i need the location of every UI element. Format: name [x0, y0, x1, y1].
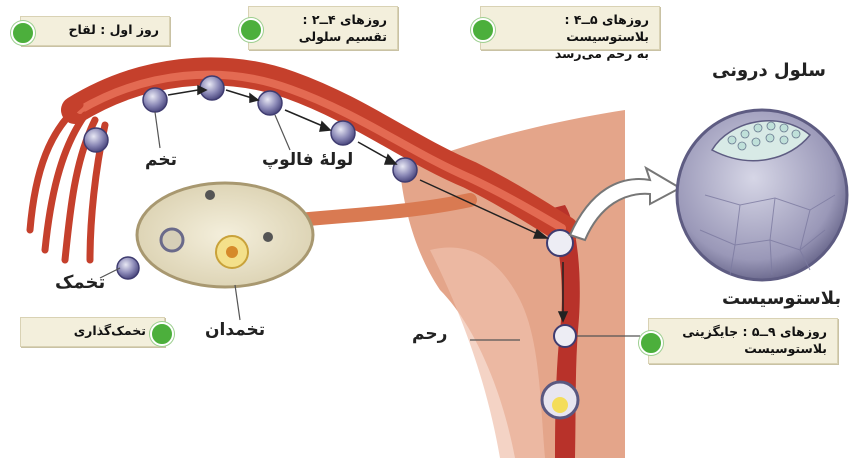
- cell-1: [84, 128, 108, 152]
- callout-blastocyst-line1: روزهای ۵ــ۴ : بلاستوسیست: [499, 11, 649, 45]
- cell-4: [258, 91, 282, 115]
- ovum: [117, 257, 139, 279]
- label-inner-cell: سلول درونی: [712, 60, 826, 81]
- callout-cleavage: روزهای ۴ــ۲ : تقسیم سلولی: [248, 6, 398, 50]
- ovary-spot-2: [263, 232, 273, 242]
- callout-cleavage-line2: تقسیم سلولی: [267, 28, 387, 45]
- label-ovary: تخمدان: [205, 320, 265, 340]
- callout-dot-icon: [11, 21, 35, 45]
- callout-implantation: روزهای ۹ــ۵ : جایگزینی بلاستوسیست: [648, 318, 838, 364]
- cell-5: [331, 121, 355, 145]
- callout-blastocyst: روزهای ۵ــ۴ : بلاستوسیست به رحم می‌رسد: [480, 6, 660, 50]
- callout-fertilization-text: روز اول : لقاح: [68, 22, 159, 37]
- label-uterus: رحم: [412, 324, 447, 344]
- label-ovum: تخمک: [55, 272, 105, 293]
- callout-cleavage-line1: روزهای ۴ــ۲ :: [267, 11, 387, 28]
- callout-dot-icon: [239, 18, 263, 42]
- callout-ovulation-text: تخمک‌گذاری: [74, 323, 146, 338]
- callout-implantation-line1: روزهای ۹ــ۵ : جایگزینی: [667, 323, 827, 340]
- cell-6: [393, 158, 417, 182]
- callout-implantation-line2: بلاستوسیست: [667, 340, 827, 357]
- callout-dot-icon: [639, 331, 663, 355]
- label-egg: تخم: [145, 150, 177, 170]
- cell-7: [547, 230, 573, 256]
- corpus: [161, 229, 183, 251]
- callout-fertilization: روز اول : لقاح: [20, 16, 170, 46]
- follicle-core: [226, 246, 238, 258]
- callout-blastocyst-line2: به رحم می‌رسد: [499, 45, 649, 62]
- label-fallopian-tube: لولهٔ فالوپ: [262, 150, 353, 170]
- label-blastocyst: بلاستوسیست: [722, 288, 841, 309]
- cell-2: [143, 88, 167, 112]
- callout-dot-icon: [471, 18, 495, 42]
- callout-dot-icon: [150, 322, 174, 346]
- callout-ovulation: تخمک‌گذاری: [20, 317, 165, 347]
- implanted-core: [552, 397, 568, 413]
- ovary-spot-1: [205, 190, 215, 200]
- cell-8: [554, 325, 576, 347]
